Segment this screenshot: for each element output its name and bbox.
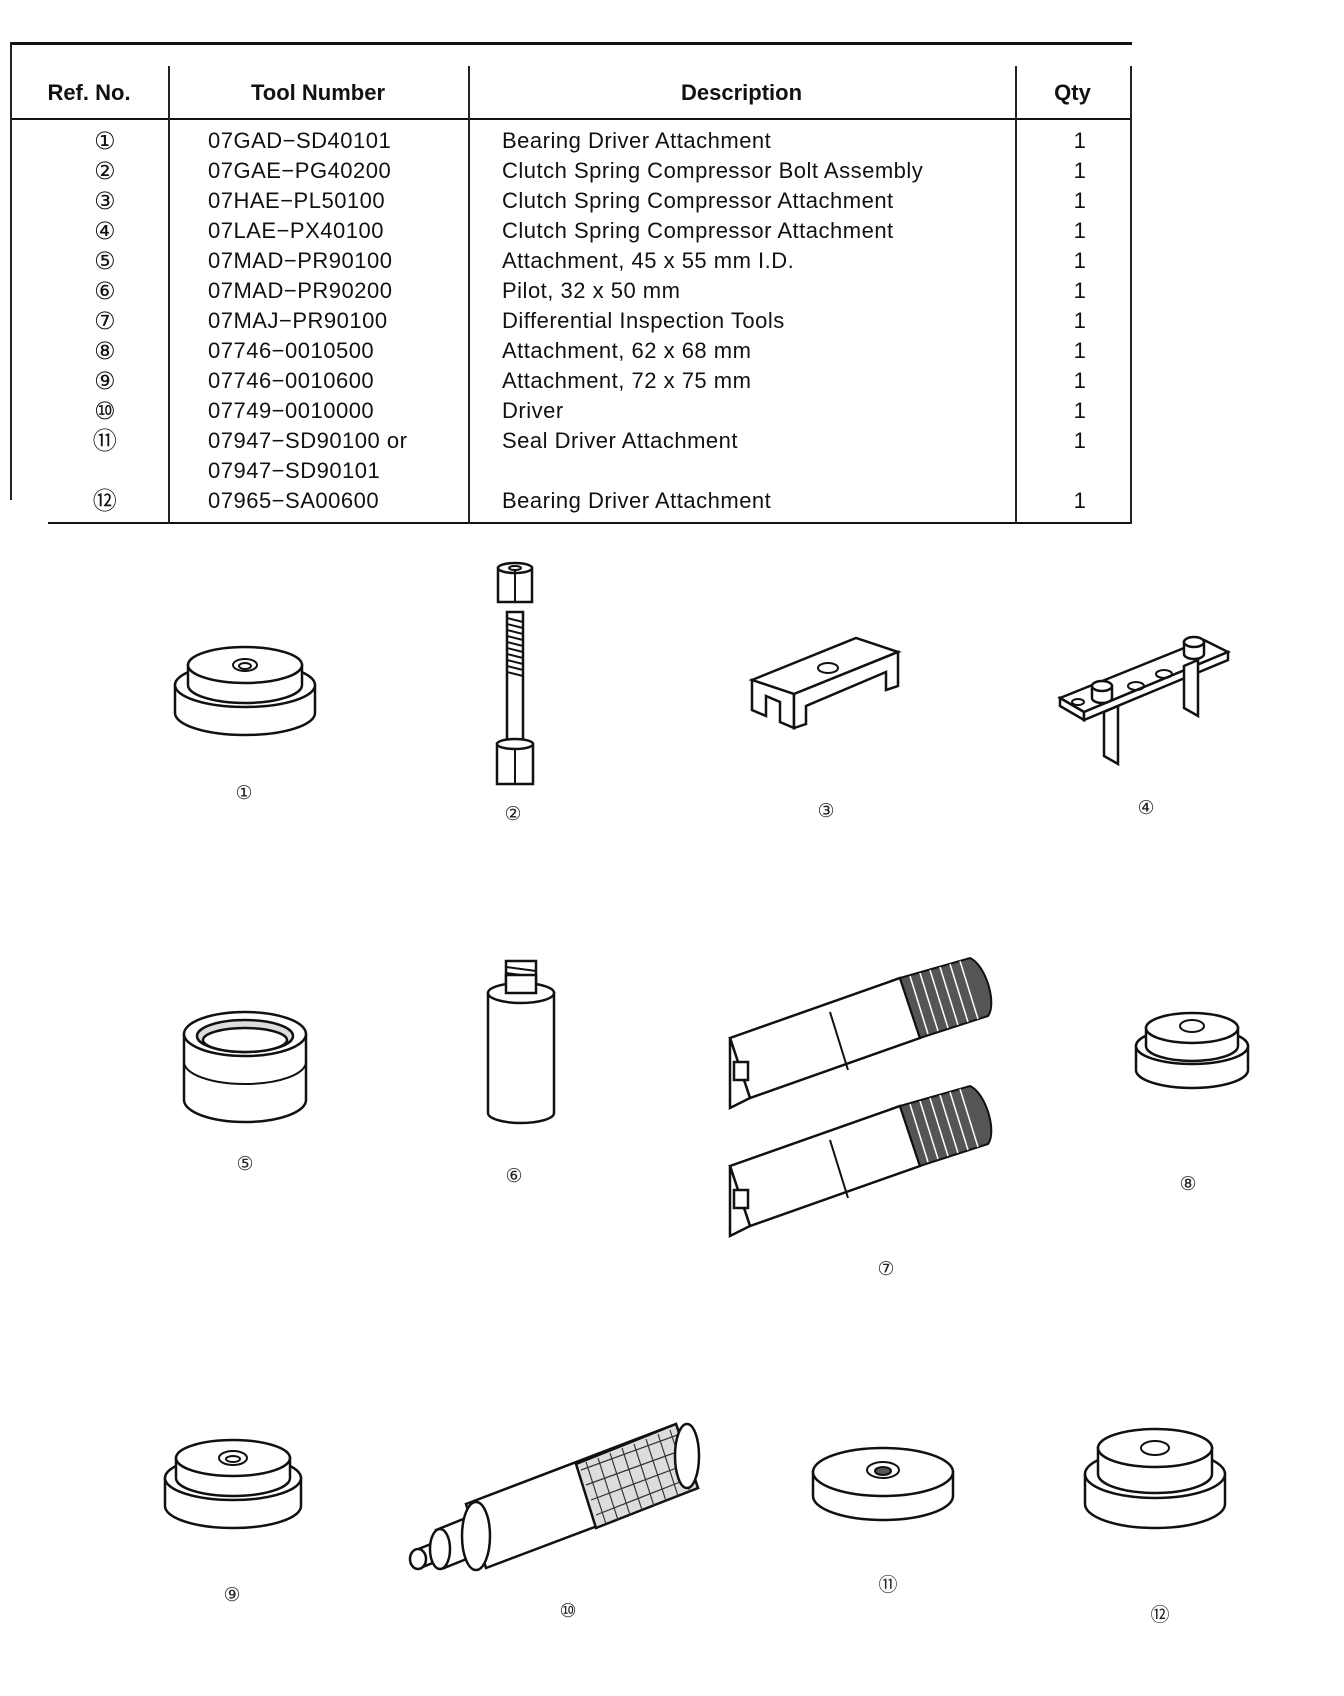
ref-no: ④ [93, 218, 116, 245]
qty: 1 [1073, 338, 1087, 363]
tool-number: 07LAE−PX40100 [208, 218, 384, 243]
table-row: ⑧ 07746−0010500 Attachment, 62 x 68 mm 1 [10, 338, 1132, 368]
description: Seal Driver Attachment [502, 428, 738, 453]
tool-number: 07746−0010600 [208, 368, 375, 393]
ref-no: ⑪ [92, 428, 118, 455]
tool-number: 07MAD−PR90200 [208, 278, 393, 303]
ref-no: ⑤ [93, 248, 116, 275]
ref-no: ⑥ [93, 278, 116, 305]
ring-attachment-icon [180, 1002, 310, 1132]
illustration-label: ⑥ [505, 1166, 523, 1187]
column-divider [468, 66, 470, 524]
ref-no: ⑨ [93, 368, 116, 395]
table-row: ⑪ 07947−SD90100 or Seal Driver Attachmen… [10, 428, 1132, 458]
qty: 1 [1073, 218, 1087, 243]
table-header-rule [10, 118, 1132, 120]
table-row: ③ 07HAE−PL50100 Clutch Spring Compressor… [10, 188, 1132, 218]
table-row: ⑥ 07MAD−PR90200 Pilot, 32 x 50 mm 1 [10, 278, 1132, 308]
illustration-label: ⑤ [236, 1154, 254, 1175]
attachment-72x75-icon [160, 1430, 310, 1540]
qty: 1 [1073, 368, 1087, 393]
description: Differential Inspection Tools [502, 308, 785, 333]
description: Clutch Spring Compressor Attachment [502, 218, 894, 243]
table-row: ⑨ 07746−0010600 Attachment, 72 x 75 mm 1 [10, 368, 1132, 398]
table-row: ④ 07LAE−PX40100 Clutch Spring Compressor… [10, 218, 1132, 248]
ref-no: ③ [93, 188, 116, 215]
column-divider [1015, 66, 1017, 524]
table-row: ⑦ 07MAJ−PR90100 Differential Inspection … [10, 308, 1132, 338]
qty: 1 [1073, 488, 1087, 513]
tool-number: 07965−SA00600 [208, 488, 380, 513]
column-divider [168, 66, 170, 524]
description: Bearing Driver Attachment [502, 488, 772, 513]
description: Attachment, 72 x 75 mm [502, 368, 752, 393]
illustration-label: ① [235, 783, 253, 804]
table-row: ② 07GAE−PG40200 Clutch Spring Compressor… [10, 158, 1132, 188]
compressor-attachment-icon [748, 628, 908, 748]
table-row: ⑩ 07749−0010000 Driver 1 [10, 398, 1132, 428]
qty: 1 [1073, 248, 1087, 273]
header-ref-no: Ref. No. [47, 80, 131, 105]
attachment-62x68-icon [1132, 1002, 1252, 1102]
table-bottom-rule [48, 522, 1132, 524]
tool-number: 07947−SD90100 or [208, 428, 408, 453]
qty: 1 [1073, 188, 1087, 213]
illustration-label: ⑩ [559, 1601, 577, 1622]
illustration-label: ⑧ [1179, 1174, 1197, 1195]
illustration-label: ⑫ [1150, 1605, 1170, 1626]
column-divider [1130, 66, 1132, 524]
pilot-icon [478, 955, 568, 1125]
tool-number: 07HAE−PL50100 [208, 188, 386, 213]
header-description: Description [680, 80, 803, 105]
compressor-bolt-assembly-icon [490, 561, 540, 792]
description: Clutch Spring Compressor Attachment [502, 188, 894, 213]
seal-driver-attachment-icon [808, 1440, 958, 1530]
compressor-attachment-plate-icon [1054, 626, 1234, 776]
table-row: ① 07GAD−SD40101 Bearing Driver Attachmen… [10, 128, 1132, 158]
header-qty: Qty [1054, 80, 1091, 105]
illustration-label: ② [504, 804, 522, 825]
illustration-label: ⑨ [223, 1585, 241, 1606]
bearing-driver-attachment-12-icon [1080, 1418, 1230, 1538]
table-border-left [10, 42, 12, 500]
ref-no: ⑦ [93, 308, 116, 335]
illustration-label: ⑪ [878, 1575, 898, 1596]
description: Attachment, 45 x 55 mm I.D. [502, 248, 795, 273]
ref-no: ⑫ [92, 488, 118, 515]
qty: 1 [1073, 128, 1087, 153]
driver-icon [406, 1410, 726, 1590]
tool-number: 07GAE−PG40200 [208, 158, 392, 183]
qty: 1 [1073, 278, 1087, 303]
illustration-label: ④ [1137, 798, 1155, 819]
tool-number: 07746−0010500 [208, 338, 375, 363]
description: Clutch Spring Compressor Bolt Assembly [502, 158, 924, 183]
tool-number: 07749−0010000 [208, 398, 375, 423]
ref-no: ⑩ [93, 398, 116, 425]
tool-number: 07MAJ−PR90100 [208, 308, 388, 333]
qty: 1 [1073, 428, 1087, 453]
header-tool-number: Tool Number [250, 80, 386, 105]
ref-no: ② [93, 158, 116, 185]
description: Bearing Driver Attachment [502, 128, 772, 153]
tool-number: 07MAD−PR90100 [208, 248, 393, 273]
illustration-label: ⑦ [877, 1259, 895, 1280]
table-top-rule [10, 42, 1132, 45]
ref-no: ⑧ [93, 338, 116, 365]
bearing-driver-attachment-icon [170, 635, 320, 745]
ref-no: ① [93, 128, 116, 155]
table-row: 07947−SD90101 [10, 458, 1132, 488]
description: Attachment, 62 x 68 mm [502, 338, 752, 363]
qty: 1 [1073, 398, 1087, 423]
qty: 1 [1073, 308, 1087, 333]
description: Pilot, 32 x 50 mm [502, 278, 681, 303]
description: Driver [502, 398, 564, 423]
illustration-label: ③ [817, 801, 835, 822]
qty: 1 [1073, 158, 1087, 183]
differential-inspection-tools-icon [720, 956, 1000, 1248]
tool-number: 07947−SD90101 [208, 458, 381, 483]
table-row: ⑤ 07MAD−PR90100 Attachment, 45 x 55 mm I… [10, 248, 1132, 278]
tool-number: 07GAD−SD40101 [208, 128, 392, 153]
table-row: ⑫ 07965−SA00600 Bearing Driver Attachmen… [10, 488, 1132, 518]
